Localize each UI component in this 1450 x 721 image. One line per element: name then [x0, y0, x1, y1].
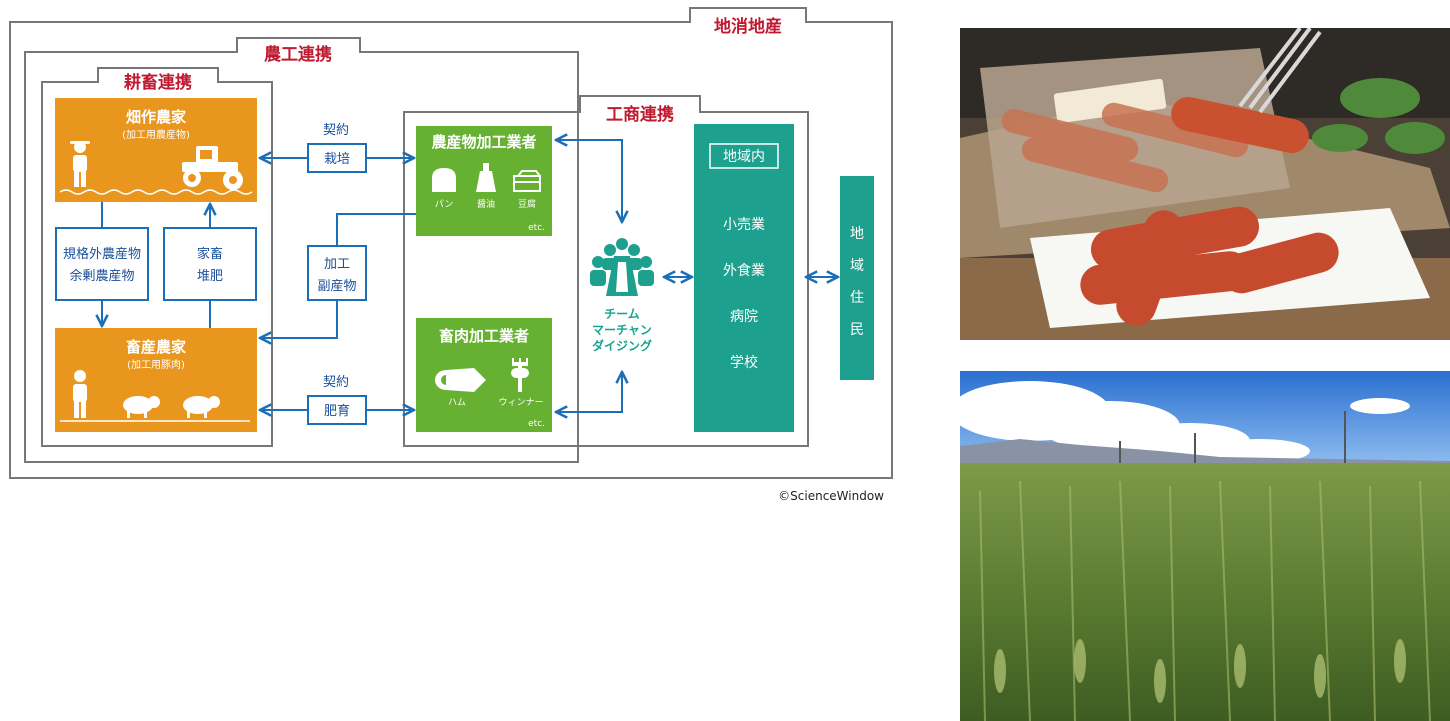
meat-processor-title: 畜肉加工業者 — [439, 327, 529, 345]
credit-text: ©ScienceWindow — [778, 489, 884, 503]
ham-icon — [435, 368, 486, 392]
agri-processor-etc: etc. — [528, 223, 545, 233]
livestock-farmer-box — [55, 328, 257, 432]
bread-icon — [432, 168, 456, 192]
arrow-team-to-agri — [556, 140, 622, 222]
residents-char-4: 民 — [850, 322, 864, 338]
residents-char-1: 地 — [850, 226, 864, 242]
regional-item-retail: 小売業 — [723, 217, 765, 233]
byproduct-line2: 副産物 — [317, 278, 356, 294]
contract-label-top: 契約 — [323, 123, 349, 138]
team-line1: チーム — [604, 307, 640, 321]
cultivation-label: 栽培 — [324, 151, 350, 167]
frame-local-consumption — [9, 7, 893, 479]
person-icon — [73, 370, 87, 418]
regional-box — [694, 124, 794, 432]
residents-char-3: 住 — [850, 290, 864, 306]
regional-header: 地域内 — [723, 149, 765, 165]
collaboration-diagram: 地消地産 農工連携 耕畜連携 工商連携 畑作農家 (加工用農産物) 畜産農家 (… — [9, 7, 893, 503]
arrow-team-to-meat — [556, 372, 622, 412]
crop-farmer-subtitle: (加工用農産物) — [122, 128, 190, 141]
byproduct-line1: 加工 — [324, 257, 350, 272]
team-icon — [590, 238, 654, 296]
frame-label-local-consumption: 地消地産 — [714, 16, 782, 37]
agri-processor-title: 農産物加工業者 — [431, 133, 536, 151]
nonstandard-produce-line2: 余剰農産物 — [69, 268, 134, 284]
regional-item-restaurant: 外食業 — [723, 262, 765, 279]
byproduct-box — [307, 245, 367, 301]
frame-agri-industry — [24, 37, 579, 463]
livestock-farmer-subtitle: (加工用豚肉) — [127, 358, 185, 371]
tractor-icon — [182, 146, 243, 190]
frame-label-farm-livestock: 耕畜連携 — [124, 72, 192, 93]
bread-label: パン — [435, 199, 453, 210]
arrow-byproduct-to-livestock — [260, 300, 338, 338]
wheat-field-photo — [960, 371, 1450, 721]
regional-item-school: 学校 — [730, 354, 758, 371]
team-line2: マーチャン — [592, 323, 652, 337]
arrow-processor-to-byproduct — [336, 213, 416, 246]
farmer-icon — [70, 141, 90, 187]
sausage-fork-icon — [511, 358, 529, 392]
manure-box — [163, 227, 257, 301]
residents-box — [840, 176, 874, 380]
sausage-photo — [960, 28, 1450, 340]
tofu-icon — [513, 170, 541, 192]
fattening-label: 肥育 — [324, 403, 350, 419]
soy-sauce-icon — [476, 163, 496, 192]
nonstandard-produce-line1: 規格外農産物 — [63, 246, 141, 262]
tofu-label: 豆腐 — [518, 198, 536, 210]
manure-line2: 堆肥 — [197, 269, 223, 284]
nonstandard-produce-box — [55, 227, 149, 301]
frame-label-commerce: 工商連携 — [606, 104, 674, 125]
soil-wave — [59, 189, 253, 195]
frame-commerce — [403, 95, 809, 447]
manure-line1: 家畜 — [197, 246, 223, 262]
crop-farmer-box — [55, 98, 257, 202]
ham-label: ハム — [448, 397, 466, 408]
wiener-label: ウィンナー — [498, 397, 543, 408]
frame-farm-livestock — [41, 67, 273, 447]
team-line3: ダイジング — [592, 338, 652, 353]
meat-processor-etc: etc. — [528, 419, 545, 429]
pig-icon-2 — [183, 396, 220, 418]
frame-label-agri-industry: 農工連携 — [264, 44, 332, 65]
regional-item-hospital: 病院 — [730, 309, 758, 325]
residents-char-2: 域 — [850, 258, 864, 274]
soy-sauce-label: 醤油 — [477, 198, 495, 210]
pig-icon — [123, 396, 160, 418]
contract-label-bottom: 契約 — [323, 375, 349, 390]
regional-header-box — [709, 143, 779, 169]
crop-farmer-title: 畑作農家 — [125, 108, 186, 126]
livestock-farmer-title: 畜産農家 — [126, 338, 186, 356]
